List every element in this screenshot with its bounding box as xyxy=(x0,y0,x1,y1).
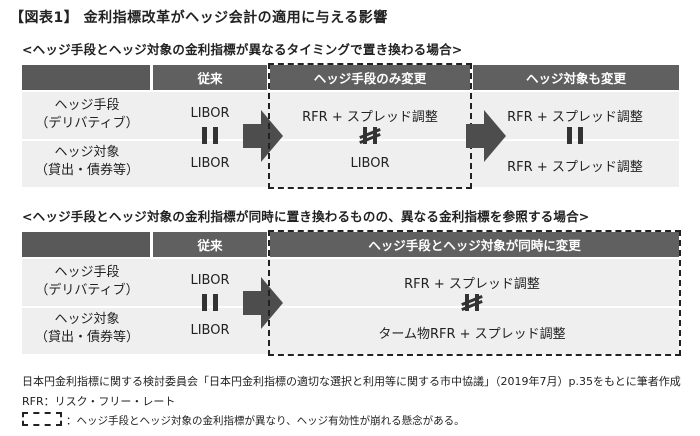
arrow-right-icon xyxy=(243,110,283,162)
legend-text: ：ヘッジ手段とヘッジ対象の金利指標が異なり、ヘッジ有効性が崩れる懸念がある。 xyxy=(66,415,465,427)
section1-header-blank xyxy=(22,65,150,90)
figure-title: 【図表1】 金利指標改革がヘッジ会計の適用に与える影響 xyxy=(10,10,388,26)
section1-after-hedged-item: RFR + スプレッド調整 xyxy=(507,160,643,175)
section1-row-label-instrument: ヘッジ手段 （デリバティブ） xyxy=(35,98,139,131)
section2-header-blank xyxy=(22,232,150,257)
section1-after-instrument: RFR + スプレッド調整 xyxy=(507,110,643,125)
section2-before-instrument: LIBOR xyxy=(190,273,230,288)
section1-row-label-hedged-item: ヘッジ対象 （貸出・債券等） xyxy=(34,145,139,178)
section1-header-before: 従来 xyxy=(153,65,267,90)
abbreviation-note: RFR：リスク・フリー・レート xyxy=(22,395,176,408)
section2-row-divider xyxy=(22,306,679,308)
section2-subtitle: <ヘッジ手段とヘッジ対象の金利指標が同時に置き換わるものの、異なる金利指標を参照… xyxy=(22,209,590,224)
arrow-right-icon xyxy=(466,110,506,162)
arrow-right-icon xyxy=(243,277,283,329)
section1-header-instrument-only: ヘッジ手段のみ変更 xyxy=(270,65,470,90)
section1-risk-highlight-box xyxy=(268,63,472,189)
dashed-box-legend-icon xyxy=(22,412,62,426)
section1-header-both: ヘッジ対象も変更 xyxy=(473,65,679,90)
source-note: 日本円金利指標に関する検討委員会「日本円金利指標の適切な選択と利用等に関する市中… xyxy=(22,375,681,388)
section2-row-label-instrument: ヘッジ手段 （デリバティブ） xyxy=(35,265,139,298)
section1-mid-hedged-item: LIBOR xyxy=(350,156,390,171)
not-equal-icon xyxy=(461,294,483,312)
section1-before-instrument: LIBOR xyxy=(190,106,230,121)
section2-after-instrument: RFR + スプレッド調整 xyxy=(404,277,540,292)
section2-row-label-hedged-item: ヘッジ対象 （貸出・債券等） xyxy=(34,312,139,345)
equal-icon xyxy=(202,294,218,311)
section1-row-divider xyxy=(22,139,679,141)
equal-icon xyxy=(202,127,218,144)
section2-header-simultaneous: ヘッジ手段とヘッジ対象が同時に変更 xyxy=(270,232,679,257)
not-equal-icon xyxy=(359,127,381,145)
equal-icon xyxy=(567,127,583,144)
section1-mid-instrument: RFR + スプレッド調整 xyxy=(302,110,438,125)
section2-before-hedged-item: LIBOR xyxy=(190,323,230,338)
section1-subtitle: <ヘッジ手段とヘッジ対象の金利指標が異なるタイミングで置き換わる場合> xyxy=(22,42,463,57)
section2-risk-highlight-box xyxy=(268,230,681,356)
section2-header-before: 従来 xyxy=(153,232,267,257)
section2-after-hedged-item: ターム物RFR + スプレッド調整 xyxy=(378,327,566,342)
section1-before-hedged-item: LIBOR xyxy=(190,156,230,171)
